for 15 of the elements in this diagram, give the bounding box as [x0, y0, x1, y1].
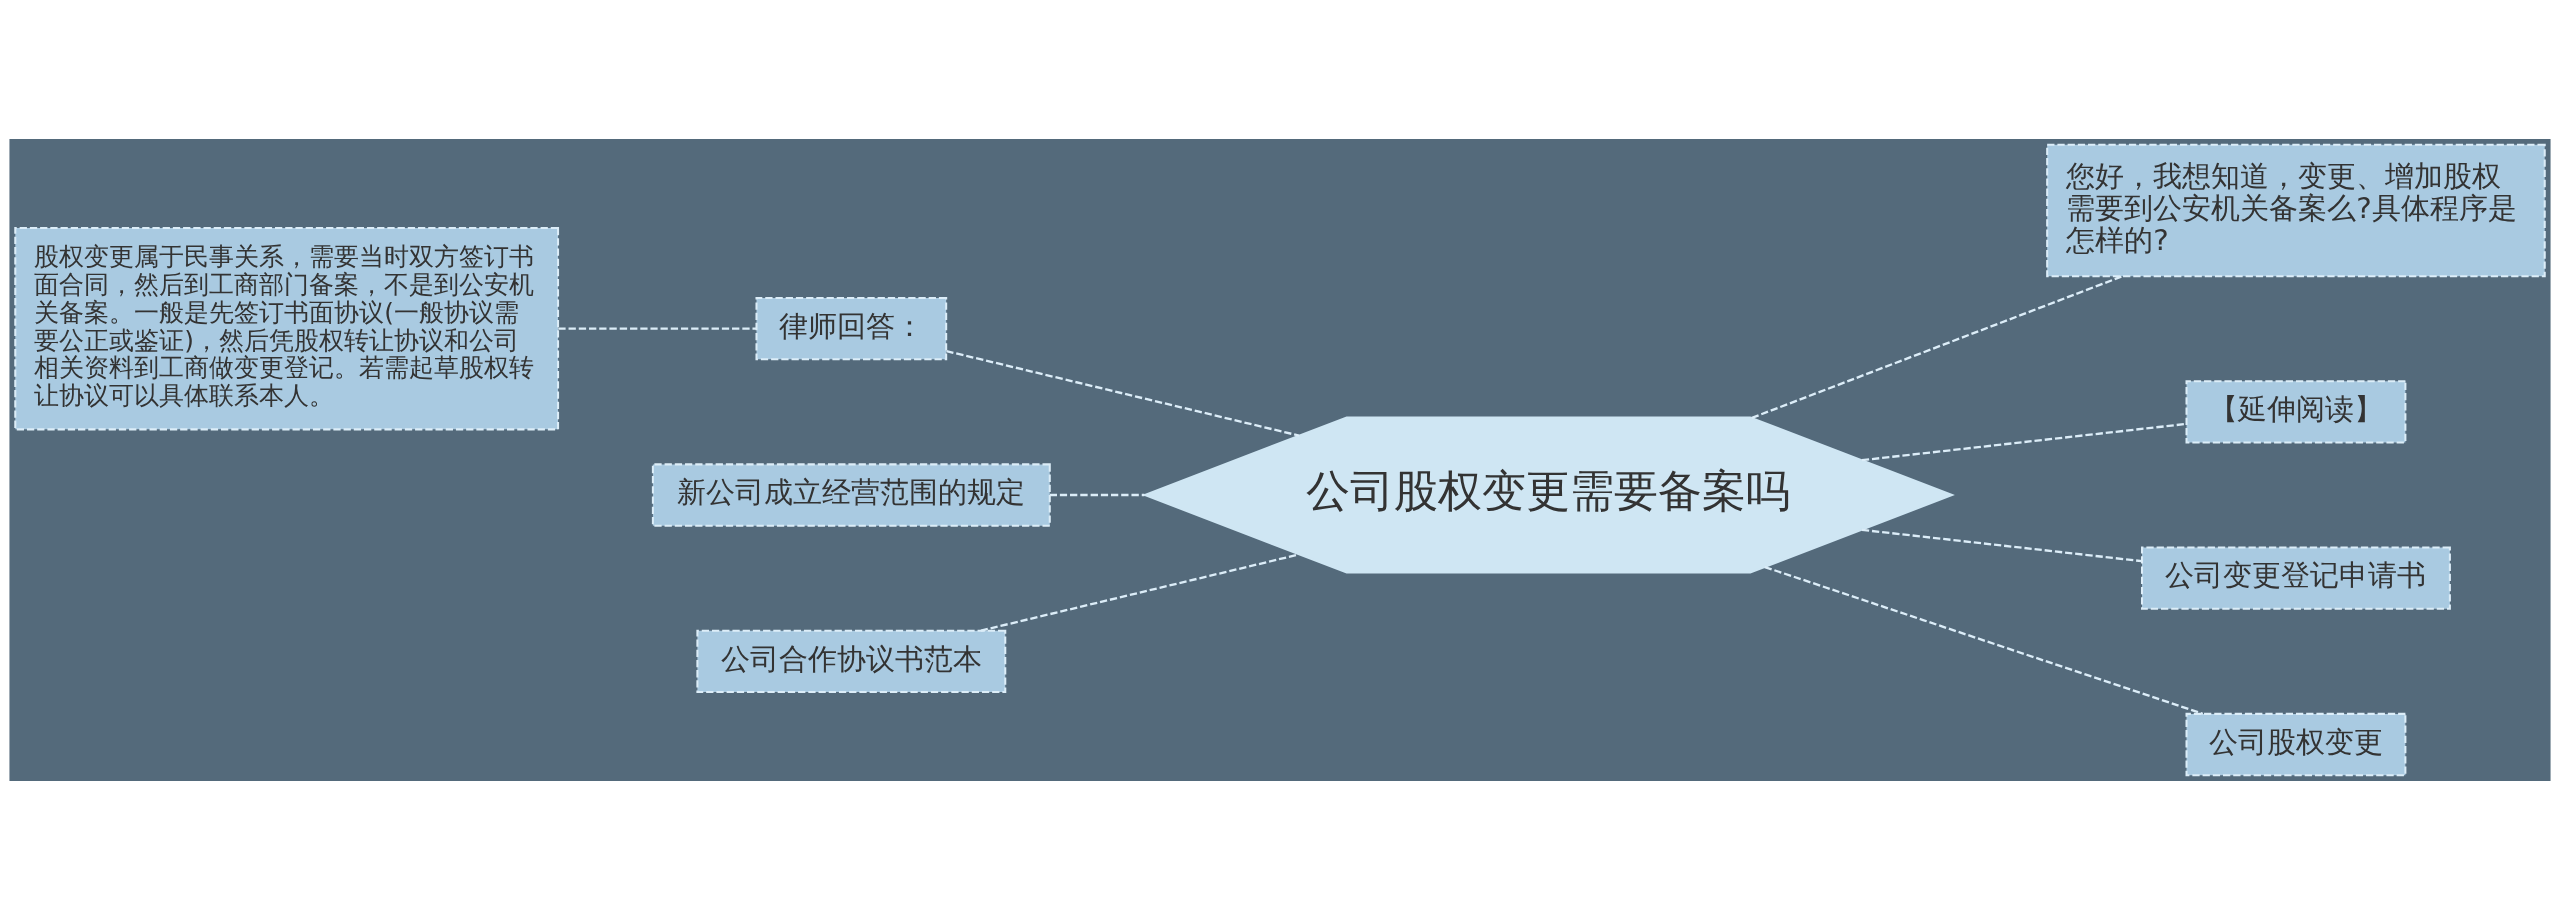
- connector: [946, 349, 1300, 437]
- connector: [1861, 528, 2142, 562]
- node-box: 公司合作协议书范本: [696, 629, 1007, 693]
- connector: [1751, 274, 2123, 419]
- connector: [1861, 422, 2187, 461]
- node-box: 【延伸阅读】: [2185, 379, 2407, 443]
- connector: [1049, 493, 1145, 496]
- connector: [558, 327, 757, 330]
- node-box: 律师回答：: [755, 296, 948, 360]
- node-box: 公司变更登记申请书: [2141, 546, 2451, 610]
- connector: [1764, 565, 2204, 715]
- node-box: 股权变更属于民事关系，需要当时双方签订书面合同，然后到工商部门备案，不是到公安机关备案。一般是先签订书面协议(一般协议需要公正或鉴证)，然后凭股权转让协议和公司相关资料到工商做变更登记。若需起草股权转让协议可以具体联系本人。: [14, 226, 560, 430]
- node-box: 新公司成立经营范围的规定: [651, 462, 1051, 527]
- node-box: 公司股权变更: [2185, 712, 2407, 776]
- node-box: 您好，我想知道，变更、增加股权需要到公安机关备案么?具体程序是怎样的?: [2046, 143, 2546, 277]
